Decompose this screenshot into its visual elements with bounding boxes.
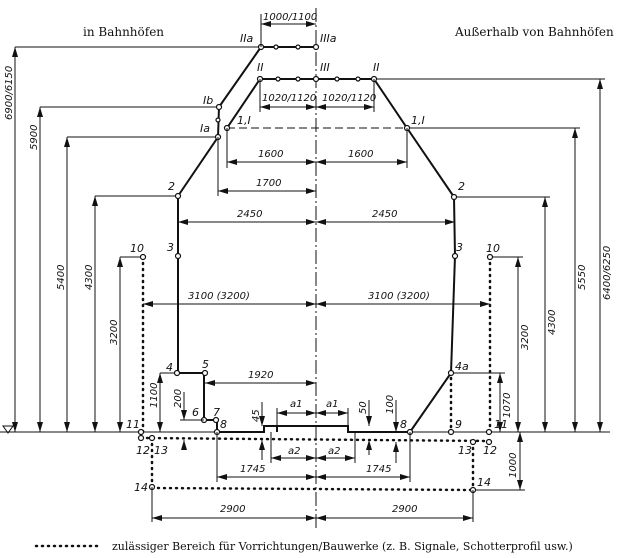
label-14-right: 14 (477, 476, 491, 489)
label-8-right: 8 (400, 418, 407, 431)
label-10-left: 10 (130, 242, 144, 255)
dim-1700: 1700 (256, 178, 281, 189)
label-8-left: 8 (220, 418, 227, 431)
label-3-left: 3 (167, 241, 174, 254)
label-9: 9 (455, 418, 462, 431)
label-6: 6 (192, 406, 199, 419)
point-labels: IIa IIIa II III II Ib Ia 1,I 1,I 2 2 3 3… (126, 32, 508, 494)
label-2-left: 2 (168, 180, 175, 193)
rail-area (277, 425, 410, 433)
label-II-left: II (257, 61, 264, 74)
dim-1070: 1070 (502, 393, 513, 418)
label-10-right: 10 (486, 242, 500, 255)
label-III: III (320, 61, 330, 74)
dim-3200-right: 3200 (520, 325, 531, 350)
dim-1600-left: 1600 (258, 149, 283, 160)
label-5: 5 (202, 358, 209, 371)
dim-100: 100 (385, 395, 396, 414)
dim-2450-right: 2450 (372, 209, 397, 220)
legend-text: zulässiger Bereich für Vorrichtungen/Bau… (112, 540, 573, 553)
dim-4300-right: 4300 (547, 310, 558, 335)
dim-1745-right: 1745 (366, 464, 391, 475)
label-II-right: II (373, 61, 380, 74)
dim-1020-left: 1020/1120 (262, 93, 316, 104)
label-4: 4 (166, 361, 173, 374)
header-outside-stations: Außerhalb von Bahnhöfen (454, 25, 614, 39)
label-12-left: 12 (136, 444, 150, 457)
dim-3200-left: 3200 (109, 320, 120, 345)
dim-2450-left: 2450 (237, 209, 262, 220)
dim-200: 200 (173, 389, 184, 408)
label-IIIa: IIIa (320, 32, 337, 45)
dim-1100: 1100 (149, 383, 160, 408)
dim-4300-left: 4300 (84, 265, 95, 290)
dim-1000: 1000 (508, 453, 519, 478)
label-7: 7 (213, 406, 220, 419)
dim-6400-6250: 6400/6250 (602, 246, 613, 300)
label-IIa: IIa (240, 32, 253, 45)
label-11-right: 11 (494, 418, 508, 431)
header-in-stations: in Bahnhöfen (83, 25, 164, 39)
dim-a1-left: a1 (290, 399, 303, 410)
label-11-left: 11 (126, 418, 140, 431)
dim-a2-left: a2 (288, 446, 301, 457)
dim-a2-right: a2 (328, 446, 341, 457)
dim-45: 45 (251, 409, 262, 422)
dim-6900-6150: 6900/6150 (4, 66, 15, 120)
dim-3100-left: 3100 (3200) (188, 291, 250, 302)
reference-lines (0, 46, 610, 491)
label-12-right: 12 (483, 444, 497, 457)
label-13-right: 13 (458, 444, 472, 457)
dim-5900: 5900 (29, 125, 40, 150)
dim-1920: 1920 (248, 370, 273, 381)
horizontal-dimensions: 1000/1100 1020/1120 1020/1120 1600 1600 … (143, 12, 490, 522)
dim-2900-left: 2900 (220, 504, 245, 515)
ground-level-icon (2, 425, 14, 434)
label-2-right: 2 (458, 180, 465, 193)
dim-2900-right: 2900 (392, 504, 417, 515)
dim-3100-right: 3100 (3200) (368, 291, 430, 302)
dim-1020-right: 1020/1120 (322, 93, 376, 104)
profile-right (373, 78, 457, 433)
dim-1600-right: 1600 (348, 149, 373, 160)
dim-1000-1100: 1000/1100 (263, 12, 317, 23)
dim-5400: 5400 (56, 265, 67, 290)
label-14-left: 14 (134, 481, 148, 494)
label-1I-right: 1,I (411, 114, 425, 127)
dim-1745-left: 1745 (240, 464, 265, 475)
label-13-left: 13 (154, 444, 168, 457)
dim-50: 50 (358, 401, 369, 414)
permitted-area-dotted (139, 255, 492, 492)
label-Ia: Ia (200, 122, 210, 135)
dim-a1-right: a1 (326, 399, 339, 410)
label-4a: 4a (455, 360, 469, 373)
label-1I-left: 1,I (237, 114, 251, 127)
label-3-right: 3 (456, 241, 463, 254)
vertical-dimensions: 6900/6150 5900 5400 4300 3200 1100 200 4… (4, 47, 613, 490)
label-Ib: Ib (203, 94, 213, 107)
dim-5550: 5550 (577, 265, 588, 290)
profile-shoulder-left (226, 78, 261, 129)
